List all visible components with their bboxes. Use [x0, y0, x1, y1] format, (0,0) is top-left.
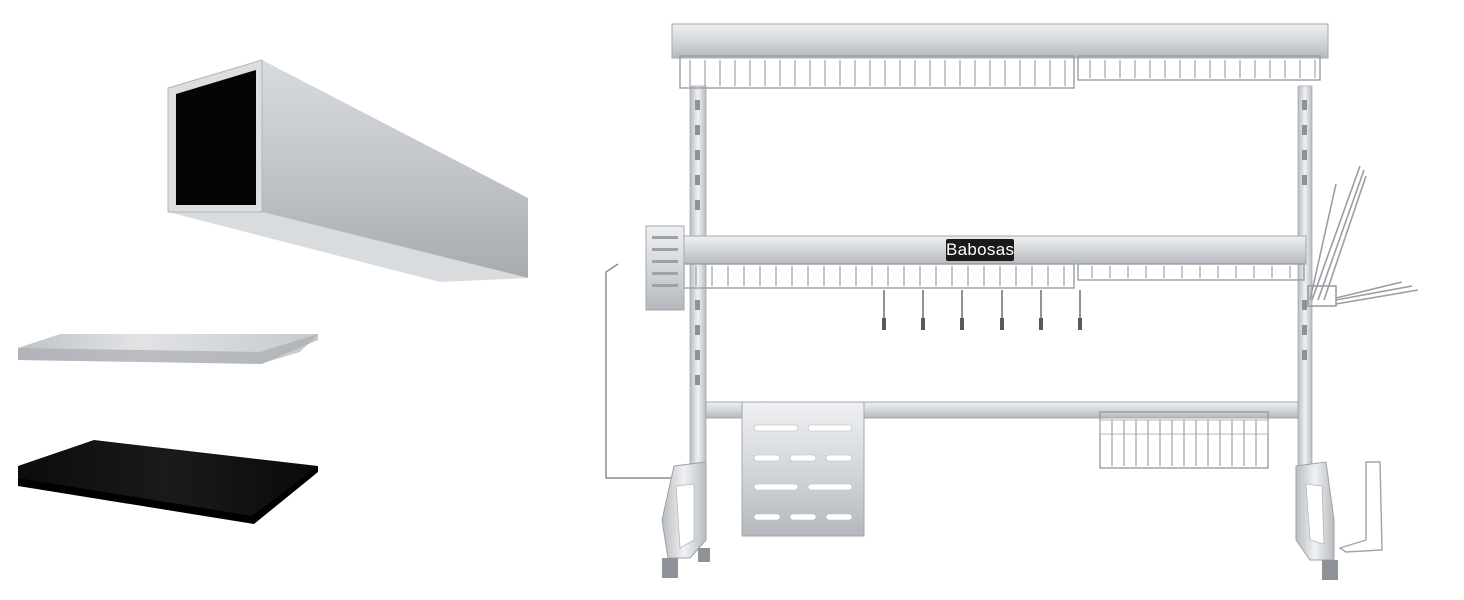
- square-steel-tube-icon: [167, 59, 528, 282]
- dish-rack-illustration: [605, 23, 1419, 580]
- brand-label: Babosas: [946, 239, 1015, 261]
- steel-plate-icon: [18, 334, 318, 364]
- black-pad-icon: [18, 440, 318, 524]
